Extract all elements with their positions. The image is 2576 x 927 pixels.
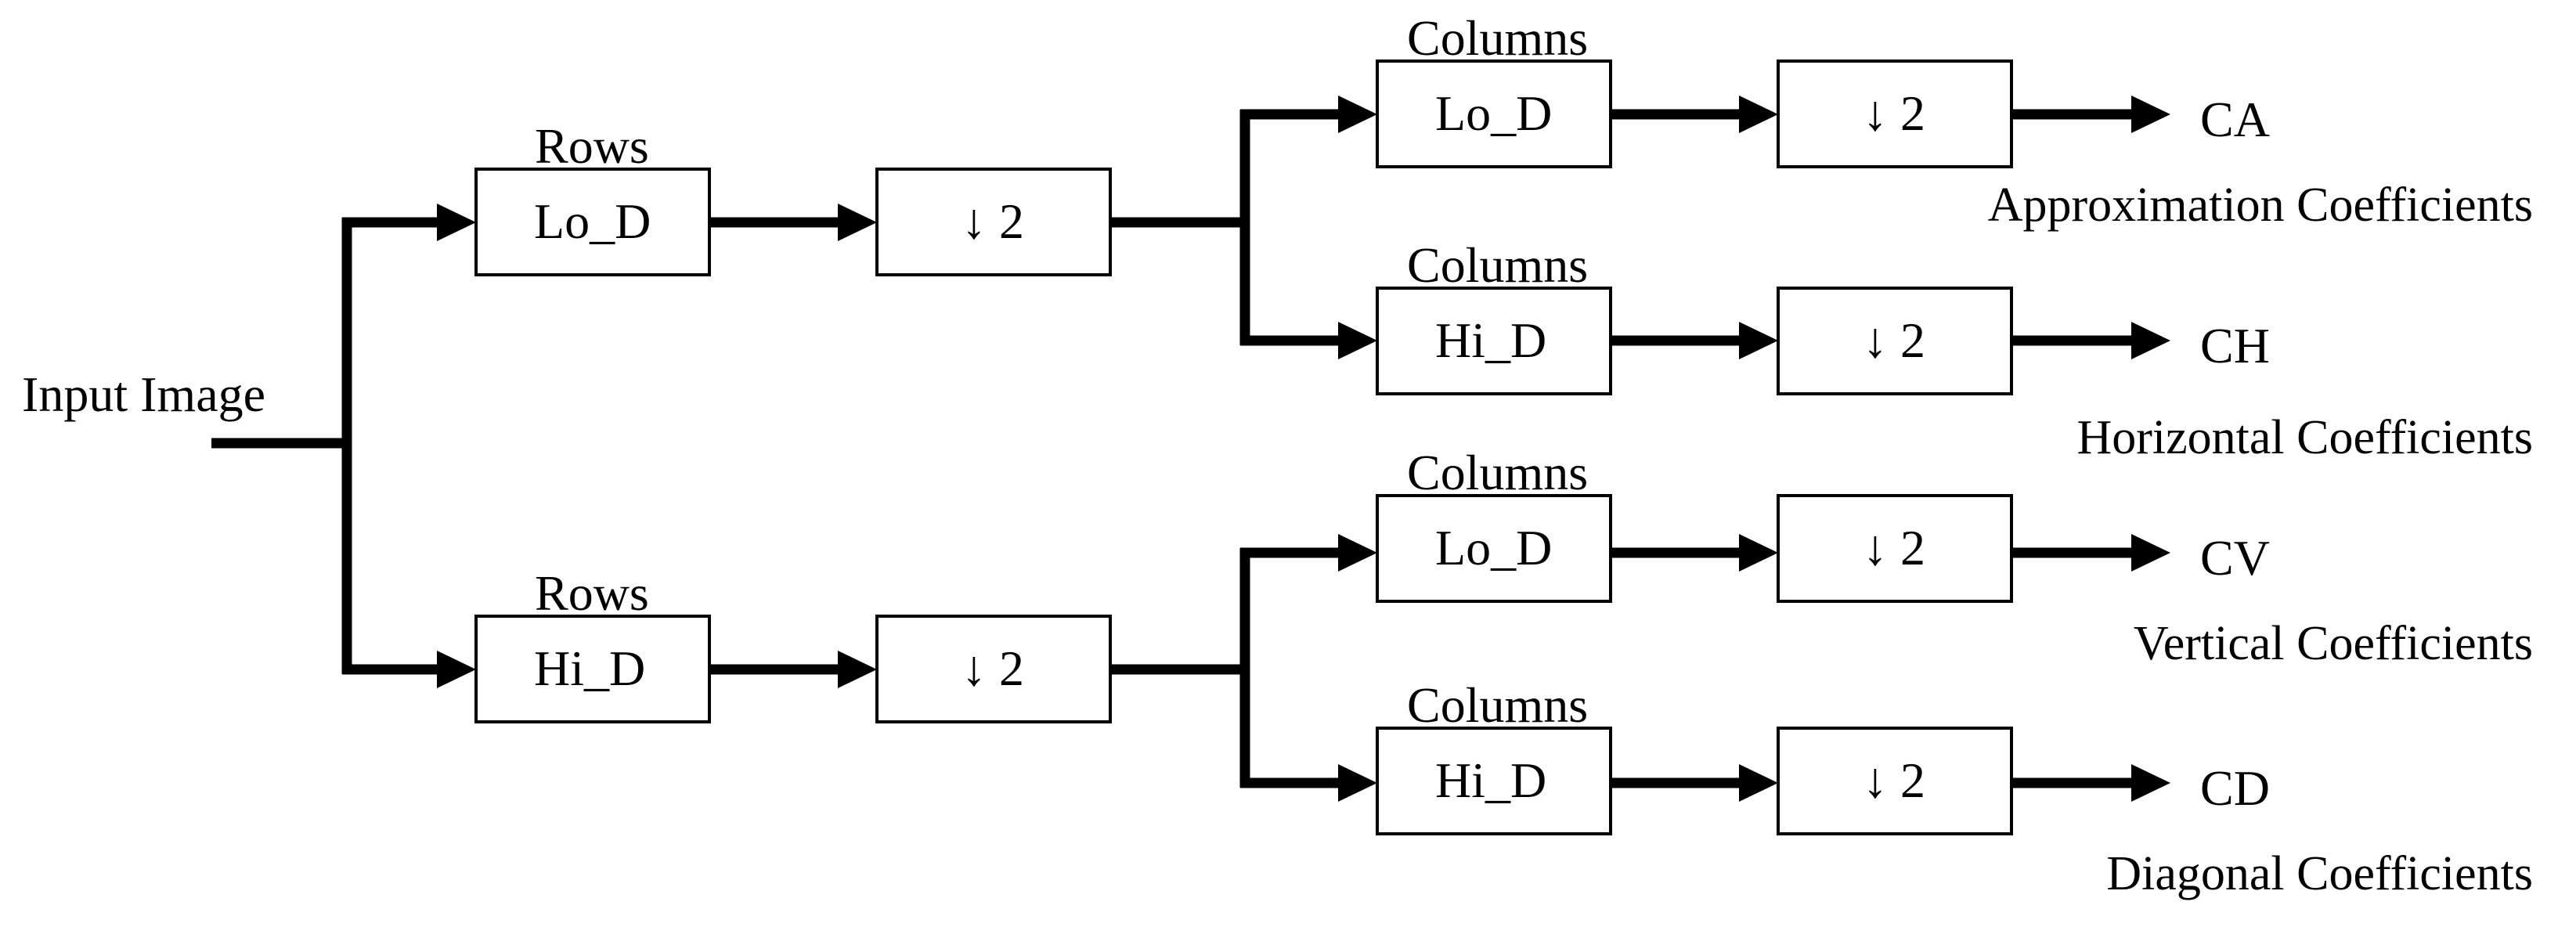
arrowhead-into-downsample-ch	[1739, 322, 1778, 359]
columns-highpass-filter-text-2: Hi_D	[1435, 752, 1546, 808]
arrowhead-into-downsample-ca	[1739, 96, 1778, 133]
output-caption-horizontal: Horizontal Coefficients	[2076, 411, 2533, 464]
arrowhead-into-downsample-cv	[1739, 534, 1778, 572]
output-caption-vertical: Vertical Coefficients	[2134, 617, 2533, 670]
arrowhead-into-columns-highpass-2	[1338, 764, 1377, 802]
arrowhead-into-cd	[2131, 764, 2170, 802]
rows-lowpass-filter-text: Lo_D	[534, 193, 651, 249]
output-symbol-ch: CH	[2200, 318, 2270, 373]
output-symbol-cd: CD	[2200, 760, 2270, 816]
rows-label-bottom: Rows	[535, 565, 649, 621]
rows-label-top: Rows	[535, 118, 649, 174]
columns-label-2: Columns	[1407, 237, 1588, 293]
output-caption-approximation: Approximation Coefficients	[1988, 179, 2533, 232]
arrowhead-into-columns-lowpass-1	[1338, 96, 1377, 133]
downsample-ca-text: ↓ 2	[1863, 85, 1925, 141]
output-caption-diagonal: Diagonal Coefficients	[2106, 847, 2533, 900]
downsample-rows-high-text: ↓ 2	[961, 640, 1024, 696]
downsample-ch-text: ↓ 2	[1863, 312, 1925, 368]
arrowhead-into-downsample-2	[838, 651, 877, 688]
downsample-cv-text: ↓ 2	[1863, 520, 1925, 575]
input-image-label: Input Image	[22, 366, 265, 422]
columns-label-4: Columns	[1407, 677, 1588, 733]
downsample-cd-text: ↓ 2	[1863, 752, 1925, 808]
arrowhead-into-rows-highpass	[437, 651, 476, 688]
columns-label-1: Columns	[1407, 10, 1588, 66]
output-symbol-cv: CV	[2200, 530, 2270, 586]
columns-highpass-filter-box-1	[1376, 287, 1612, 395]
arrowhead-into-rows-lowpass	[437, 204, 476, 241]
arrowhead-into-ch	[2131, 322, 2170, 359]
downsample-cd-box	[1777, 727, 2013, 835]
arrowhead-into-downsample-1	[838, 204, 877, 241]
arrowhead-into-ca	[2131, 96, 2170, 133]
output-symbol-ca: CA	[2200, 92, 2270, 147]
columns-lowpass-filter-text-1: Lo_D	[1435, 85, 1552, 141]
columns-lowpass-filter-text-2: Lo_D	[1435, 520, 1552, 575]
rows-lowpass-filter-box	[474, 168, 711, 276]
columns-lowpass-filter-box-2	[1376, 494, 1612, 603]
arrowhead-into-columns-highpass-1	[1338, 322, 1377, 359]
downsample-rows-low-text: ↓ 2	[961, 193, 1024, 249]
rows-highpass-filter-text: Hi_D	[534, 640, 645, 696]
arrowhead-into-downsample-cd	[1739, 764, 1778, 802]
columns-label-3: Columns	[1407, 445, 1588, 500]
downsample-ch-box	[1777, 287, 2013, 395]
arrowhead-into-columns-lowpass-2	[1338, 534, 1377, 572]
arrowhead-into-cv	[2131, 534, 2170, 572]
downsample-rows-high-box	[875, 615, 1112, 723]
columns-highpass-filter-text-1: Hi_D	[1435, 312, 1546, 368]
rows-highpass-filter-box	[474, 615, 711, 723]
columns-highpass-filter-box-2	[1376, 727, 1612, 835]
